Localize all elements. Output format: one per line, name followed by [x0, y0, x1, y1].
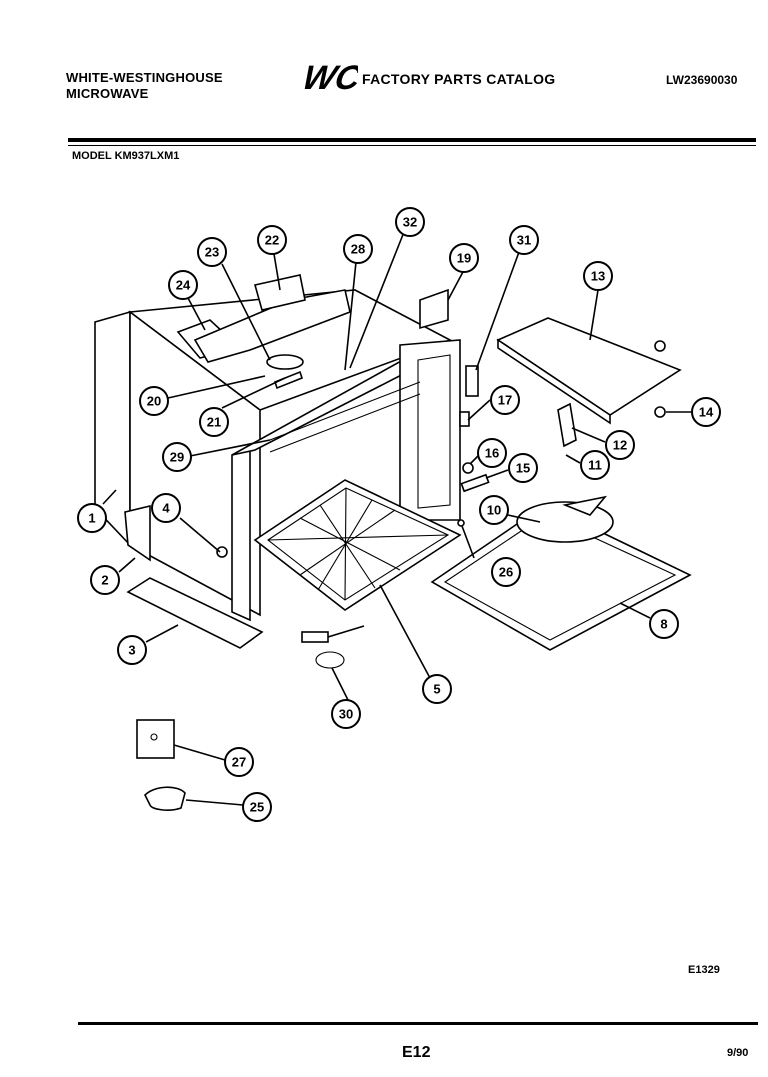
- callout-21: 21: [199, 407, 229, 437]
- oven-tray: [253, 479, 462, 611]
- svg-text:1: 1: [88, 511, 95, 526]
- callout-22: 22: [257, 225, 287, 255]
- callout-17: 17: [490, 385, 520, 415]
- svg-text:30: 30: [339, 707, 353, 722]
- cup-part: [144, 786, 186, 811]
- svg-text:32: 32: [403, 215, 417, 230]
- svg-text:17: 17: [498, 393, 512, 408]
- svg-text:22: 22: [265, 233, 279, 248]
- svg-text:5: 5: [433, 682, 440, 697]
- footer-rule: [78, 1022, 758, 1025]
- callout-4: 4: [151, 493, 181, 523]
- product-type: MICROWAVE: [66, 86, 149, 101]
- callout-16: 16: [477, 438, 507, 468]
- antenna-clip: [557, 402, 577, 448]
- svg-text:8: 8: [660, 617, 667, 632]
- thermal-cutout: [301, 631, 329, 643]
- stirrer-fan: [516, 501, 614, 543]
- callout-27: 27: [224, 747, 254, 777]
- svg-text:2: 2: [101, 573, 108, 588]
- callout-30: 30: [331, 699, 361, 729]
- svg-text:29: 29: [170, 450, 184, 465]
- svg-text:20: 20: [147, 394, 161, 409]
- callout-10: 10: [479, 495, 509, 525]
- fuse-holder: [462, 462, 474, 474]
- callout-14: 14: [691, 397, 721, 427]
- callout-8: 8: [649, 609, 679, 639]
- svg-text:26: 26: [499, 565, 513, 580]
- bottom-plate: [430, 504, 692, 651]
- callout-13: 13: [583, 261, 613, 291]
- svg-text:15: 15: [516, 461, 530, 476]
- svg-text:19: 19: [457, 251, 471, 266]
- header-rule-thick: [68, 138, 756, 142]
- cabinet-body: [94, 274, 461, 622]
- rubber-foot: [216, 546, 228, 558]
- svg-text:10: 10: [487, 503, 501, 518]
- callout-24: 24: [168, 270, 198, 300]
- svg-text:14: 14: [699, 405, 714, 420]
- brand-block: WHITE-WESTINGHOUSE MICROWAVE: [66, 70, 223, 102]
- base-panel: [124, 504, 151, 562]
- cover-plate-lip: [497, 338, 611, 425]
- callout-12: 12: [605, 430, 635, 460]
- stirrer-blade: [562, 495, 608, 516]
- label-card: [136, 719, 175, 759]
- knob-14: [654, 406, 666, 418]
- catalog-code: LW23690030: [666, 73, 738, 87]
- brand-name: WHITE-WESTINGHOUSE: [66, 70, 223, 85]
- svg-text:25: 25: [250, 800, 264, 815]
- callout-15: 15: [508, 453, 538, 483]
- sensor-strip: [460, 473, 490, 493]
- callout-29: 29: [162, 442, 192, 472]
- svg-text:12: 12: [613, 438, 627, 453]
- callout-11: 11: [580, 450, 610, 480]
- svg-text:16: 16: [485, 446, 499, 461]
- svg-text:13: 13: [591, 269, 605, 284]
- callout-1: 1: [77, 503, 107, 533]
- svg-text:31: 31: [517, 233, 531, 248]
- svg-text:27: 27: [232, 755, 246, 770]
- spring: [459, 411, 470, 427]
- screw: [457, 519, 465, 527]
- revision-date: 9/90: [727, 1047, 749, 1059]
- callout-20: 20: [139, 386, 169, 416]
- callout-31: 31: [509, 225, 539, 255]
- model-label: MODEL KM937LXM1: [72, 150, 180, 162]
- callout-32: 32: [395, 207, 425, 237]
- latch-switch: [465, 365, 479, 397]
- hinge-bracket: [419, 288, 449, 330]
- page-number: E12: [402, 1044, 431, 1061]
- callout-3: 3: [117, 635, 147, 665]
- callout-25: 25: [242, 792, 272, 822]
- svg-text:3: 3: [128, 643, 135, 658]
- svg-text:4: 4: [162, 501, 170, 516]
- callout-23: 23: [197, 237, 227, 267]
- svg-text:11: 11: [588, 458, 602, 473]
- svg-text:21: 21: [207, 415, 221, 430]
- leader-lines: [102, 231, 692, 806]
- wire-loop: [315, 651, 345, 669]
- cover-grommet: [654, 340, 666, 352]
- catalog-title: FACTORY PARTS CATALOG: [362, 71, 556, 87]
- svg-text:24: 24: [176, 278, 191, 293]
- callout-19: 19: [449, 243, 479, 273]
- wci-logo: WCI: [299, 60, 358, 94]
- svg-text:28: 28: [351, 242, 365, 257]
- figure-code: E1329: [688, 964, 720, 976]
- callout-2: 2: [90, 565, 120, 595]
- svg-text:23: 23: [205, 245, 219, 260]
- callout-26: 26: [491, 557, 521, 587]
- callout-28: 28: [343, 234, 373, 264]
- header-rule-thin: [68, 145, 756, 146]
- bottom-strip: [126, 577, 264, 649]
- logo-text: WCI: [299, 60, 358, 94]
- callout-5: 5: [422, 674, 452, 704]
